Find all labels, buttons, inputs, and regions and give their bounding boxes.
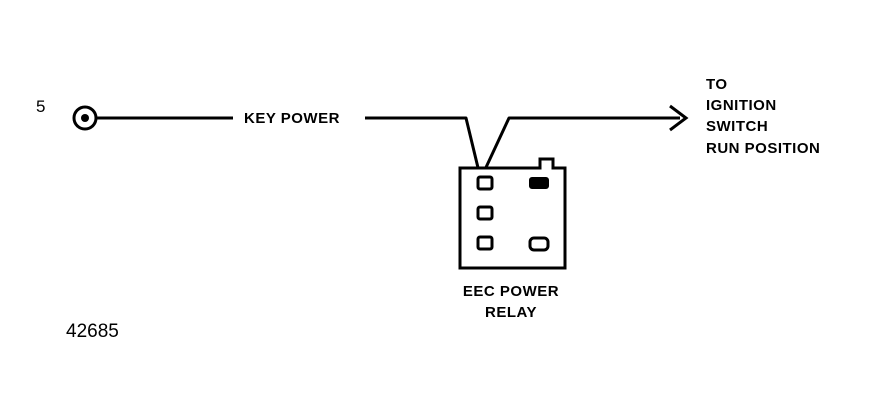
key-power-wire-right: [365, 116, 482, 177]
terminal-connector-icon: [72, 105, 98, 131]
arrow-right-icon: [669, 104, 689, 132]
destination-label: TO IGNITION SWITCH RUN POSITION: [706, 76, 820, 157]
relay-pin-top-left: [476, 175, 494, 191]
relay-pin-top-right: [529, 177, 549, 189]
key-power-label: KEY POWER: [244, 110, 340, 127]
svg-text:RUN POSITION: RUN POSITION: [706, 140, 820, 157]
relay-pin-bottom-left: [476, 235, 494, 251]
figure-number: 42685: [66, 321, 119, 342]
svg-text:IGNITION: IGNITION: [706, 97, 777, 114]
relay-pin-bottom-right: [528, 236, 550, 252]
terminal-number: 5: [36, 97, 45, 116]
svg-text:RELAY: RELAY: [485, 304, 537, 321]
svg-text:EEC POWER: EEC POWER: [463, 283, 559, 300]
relay-label: EEC POWER RELAY: [463, 283, 559, 321]
svg-text:TO: TO: [706, 76, 728, 93]
eec-power-relay: [458, 157, 567, 270]
svg-text:SWITCH: SWITCH: [706, 118, 768, 135]
relay-body: [458, 157, 567, 270]
ignition-wire: [480, 116, 680, 177]
relay-pin-middle-left: [476, 205, 494, 221]
